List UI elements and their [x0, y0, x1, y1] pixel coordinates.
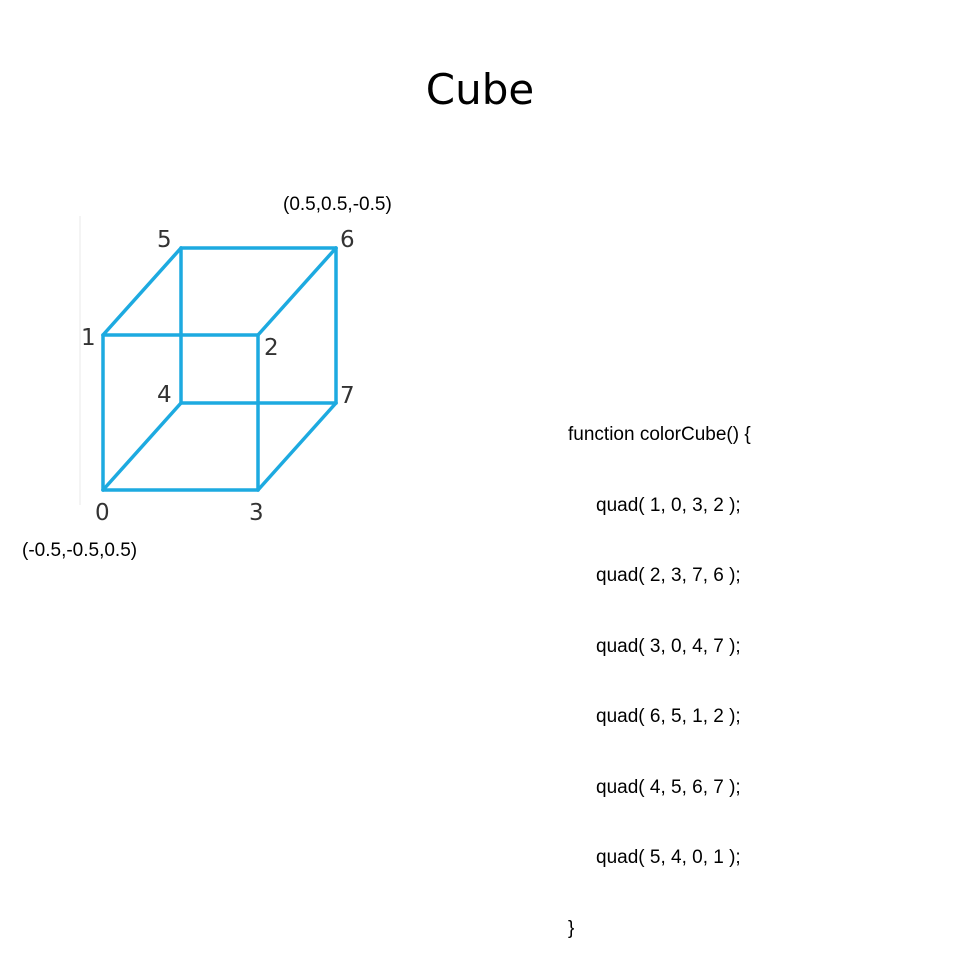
cube-edges	[101, 246, 338, 492]
vertex-label-5: 5	[157, 227, 172, 253]
code-line-2: quad( 2, 3, 7, 6 );	[596, 565, 741, 586]
cube-edge-3-7	[256, 401, 338, 492]
vertex-label-2: 2	[264, 335, 279, 361]
cube-edge-1-5	[101, 246, 183, 337]
corner-label-bottom-front: (-0.5,-0.5,0.5)	[22, 540, 138, 561]
cube-edge-2-6	[256, 246, 338, 337]
cube-vertex-labels: 0 1 2 3 4 5 6 7	[81, 227, 355, 526]
code-line-5: quad( 4, 5, 6, 7 );	[596, 776, 741, 798]
cube-edge-0-4	[101, 401, 183, 492]
code-line-1: quad( 1, 0, 3, 2 );	[596, 494, 741, 516]
cube-diagram: 0 1 2 3 4 5 6 7	[79, 216, 355, 526]
vertex-label-1: 1	[81, 325, 96, 351]
vertex-label-7: 7	[340, 383, 355, 409]
vertex-label-4: 4	[157, 382, 172, 408]
code-header-line: function colorCube() {	[568, 424, 751, 445]
code-line-3: quad( 3, 0, 4, 7 );	[596, 635, 741, 657]
code-line-6: quad( 5, 4, 0, 1 );	[596, 847, 741, 868]
vertex-label-3: 3	[249, 500, 264, 526]
code-line-4: quad( 6, 5, 1, 2 );	[596, 706, 741, 727]
vertex-label-0: 0	[95, 500, 110, 526]
vertex-label-6: 6	[340, 227, 355, 253]
corner-label-top-back: (0.5,0.5,-0.5)	[283, 194, 392, 215]
slide-title: Cube	[425, 65, 535, 114]
code-block: function colorCube() { quad( 1, 0, 3, 2 …	[568, 376, 751, 964]
code-footer-line: }	[568, 917, 575, 939]
